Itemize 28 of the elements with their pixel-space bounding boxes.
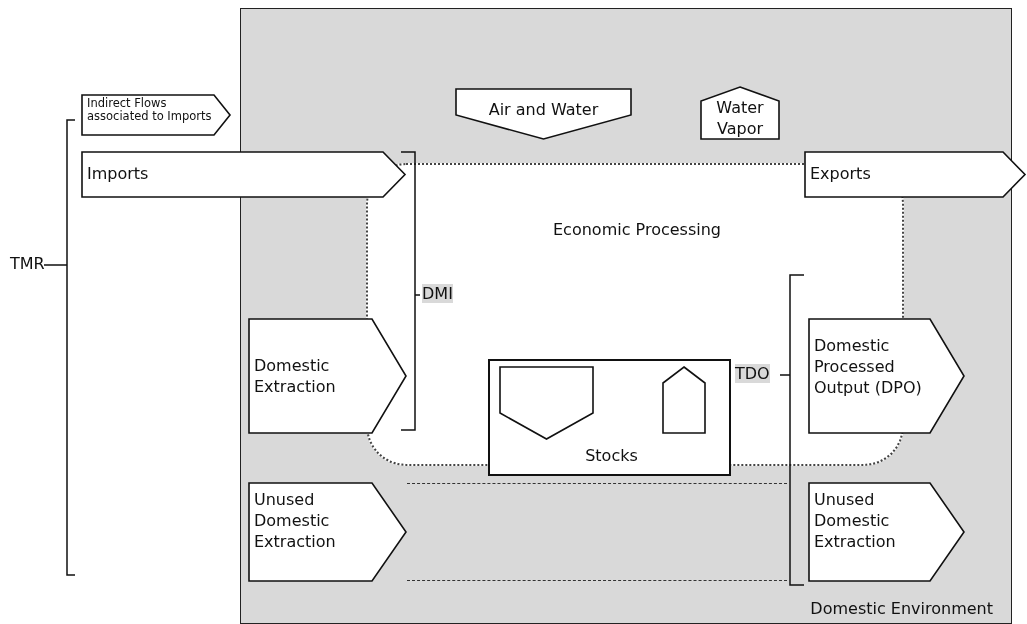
environment-panel bbox=[240, 8, 1012, 624]
outflow-shape bbox=[456, 89, 631, 139]
node-label: Water Vapor bbox=[715, 97, 765, 139]
bracket-label: TDO bbox=[735, 364, 770, 383]
flow-block bbox=[805, 152, 1025, 197]
flow-block bbox=[82, 95, 230, 135]
flow-block bbox=[82, 152, 405, 197]
pentagon-shape bbox=[500, 367, 593, 439]
node-label: Unused Domestic Extraction bbox=[814, 489, 897, 552]
flow-block bbox=[809, 483, 964, 581]
pentagon-shape bbox=[663, 367, 705, 433]
node-label: Indirect Flows associated to Imports bbox=[87, 97, 213, 122]
node-label: Domestic Extraction bbox=[254, 355, 337, 397]
node-label: Air and Water bbox=[487, 99, 600, 120]
node-label: Imports bbox=[87, 163, 149, 184]
node-label: Unused Domestic Extraction bbox=[254, 489, 337, 552]
area-label: Domestic Environment bbox=[810, 598, 993, 619]
node-label: Stocks bbox=[584, 445, 639, 466]
bracket-label: DMI bbox=[422, 284, 453, 303]
flow-block bbox=[809, 319, 964, 433]
area-label: Economic Processing bbox=[552, 219, 722, 240]
node-label: Exports bbox=[810, 163, 871, 184]
stocks-box bbox=[488, 359, 731, 476]
dashed-band bbox=[407, 483, 787, 581]
bracket-label: TMR bbox=[10, 254, 45, 273]
outflow-shape bbox=[701, 87, 779, 139]
flow-block bbox=[249, 483, 406, 581]
node-label: Domestic Processed Output (DPO) bbox=[814, 335, 923, 398]
